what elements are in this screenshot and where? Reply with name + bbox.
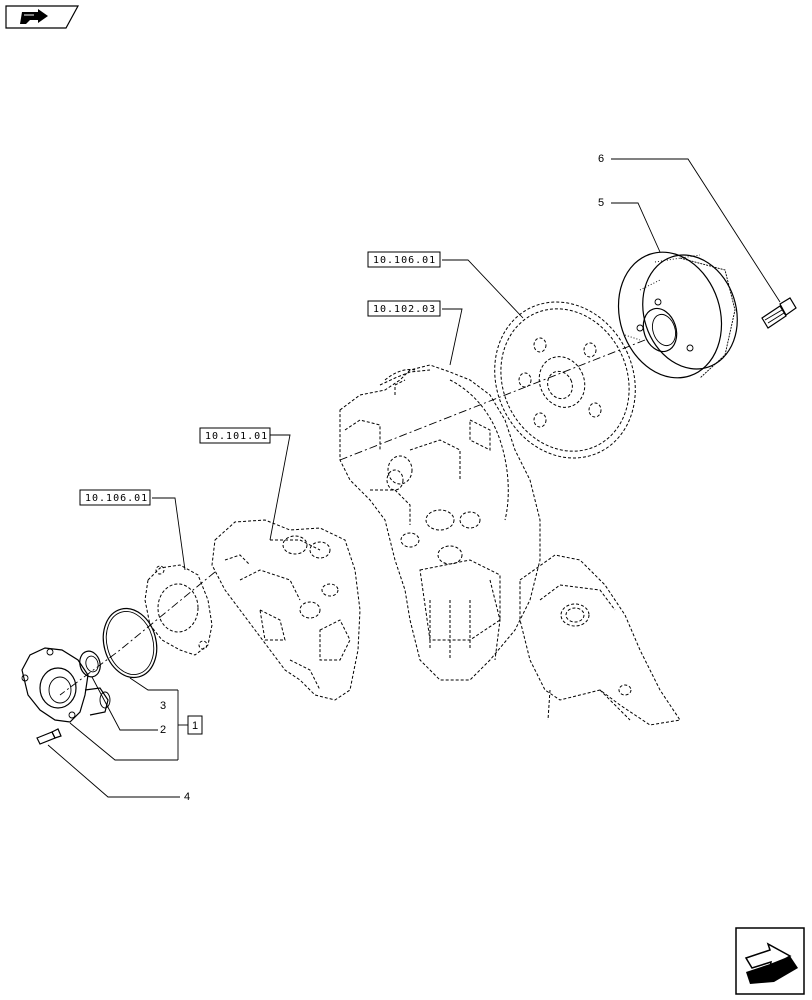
- back-arrow-icon[interactable]: [5, 5, 80, 29]
- leader-lines: [47, 158, 781, 798]
- housing-screw: [36, 728, 62, 745]
- svg-text:1: 1: [192, 720, 198, 732]
- pump-housing: [21, 647, 111, 723]
- lower-right-housing-outline: [519, 554, 681, 726]
- crankshaft-pulley: [617, 251, 738, 379]
- part-label-6: 6: [598, 153, 604, 165]
- svg-text:10.106.01: 10.106.01: [85, 493, 148, 504]
- pulley-bolt: [761, 297, 797, 329]
- ref-box-10-106-01-top[interactable]: 10.106.01: [367, 251, 441, 268]
- next-page-arrow-icon[interactable]: [735, 927, 805, 995]
- axis-lines: [59, 339, 646, 696]
- ref-box-10-102-03[interactable]: 10.102.03: [367, 300, 441, 317]
- o-ring: [102, 607, 158, 679]
- engine-block-outline: [339, 364, 541, 681]
- kit-box[interactable]: 1: [187, 715, 203, 735]
- part-label-4: 4: [184, 791, 190, 803]
- oil-seal: [79, 650, 101, 678]
- ref-box-10-106-01-left[interactable]: 10.106.01: [79, 489, 151, 506]
- rear-cover-outline: [144, 564, 213, 656]
- gear-outline: [494, 301, 636, 459]
- svg-text:10.106.01: 10.106.01: [373, 255, 436, 266]
- svg-text:10.101.01: 10.101.01: [205, 431, 268, 442]
- ref-box-10-101-01[interactable]: 10.101.01: [199, 427, 271, 444]
- part-label-2: 2: [160, 724, 166, 736]
- part-label-3: 3: [160, 700, 166, 712]
- cylinder-block-outline: [211, 519, 361, 701]
- svg-text:10.102.03: 10.102.03: [373, 304, 436, 315]
- part-label-5: 5: [598, 197, 604, 209]
